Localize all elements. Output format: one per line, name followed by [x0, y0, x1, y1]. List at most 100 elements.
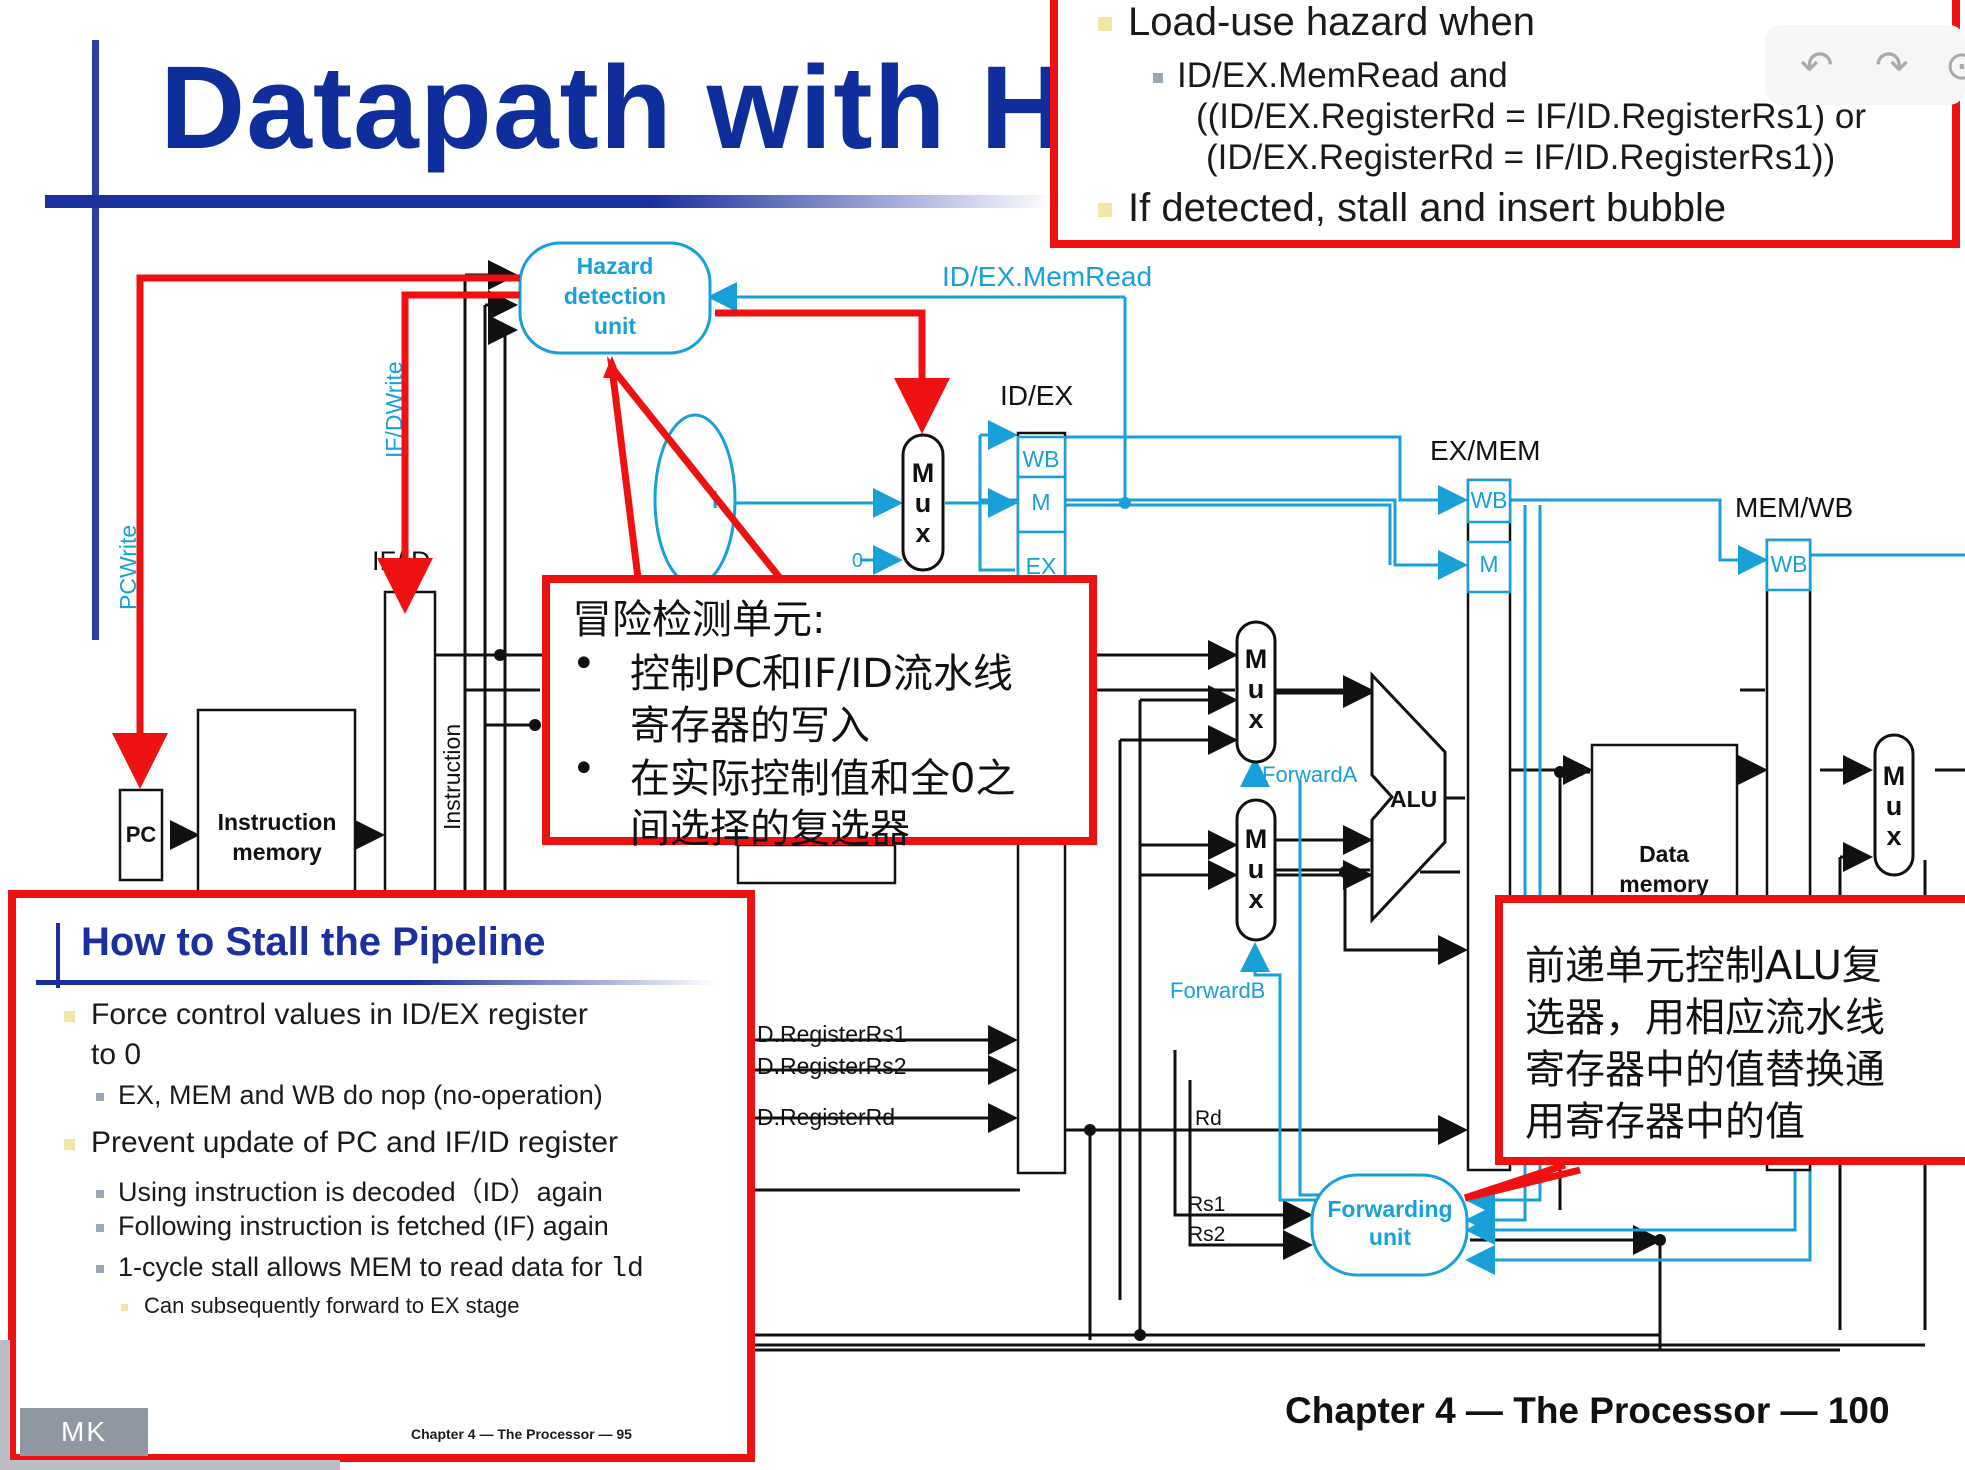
red-arrow-ifid — [377, 291, 520, 614]
popup-bullet-1 — [1098, 17, 1112, 32]
id-ex-ex-label: EX — [1026, 553, 1057, 579]
hazard-callout-b2b: 间选择的复选器 — [630, 806, 910, 852]
wb-mux-u: u — [1886, 791, 1903, 821]
popup-line-1: Load-use hazard when — [1098, 0, 1535, 45]
hazard-unit-label-2: detection — [564, 283, 666, 309]
forwarding-callout-l4: 用寄存器中的值 — [1525, 1099, 1805, 1145]
inset-footer: Chapter 4 — The Processor — 95 — [411, 1426, 632, 1442]
rd-long-label: D.RegisterRd — [757, 1104, 895, 1130]
id-ex-m-field — [1016, 475, 1067, 534]
id-ex-wb-label: WB — [1022, 446, 1059, 472]
idex-memread-label: ID/EX.MemRead — [942, 261, 1152, 292]
pc-label: PC — [126, 822, 157, 847]
red-pointer-tip — [603, 356, 621, 378]
forwarding-unit — [1310, 1173, 1469, 1277]
register-file-fragment — [736, 843, 897, 885]
slide-footer: Chapter 4 — The Processor — 100 — [1285, 1390, 1890, 1431]
fb-mux-x: x — [1248, 884, 1263, 914]
title-underline — [45, 195, 1055, 208]
stall-mux-m: M — [912, 458, 935, 488]
hazard-unit-label-1: Hazard — [577, 253, 654, 279]
mem-wb-label: MEM/WB — [1735, 492, 1853, 523]
hazard-callout: 冒险检测单元: • 控制PC和IF/ID流水线 寄存器的写入 • 在实际控制值和… — [542, 575, 1097, 852]
ex-mem-label: EX/MEM — [1430, 435, 1540, 466]
inset-b2s1: Using instruction is decoded（ID）again — [96, 1170, 603, 1209]
popup-line-2: ID/EX.MemRead and — [1153, 56, 1508, 96]
inset-b1: Force control values in ID/EX register — [64, 998, 588, 1032]
forwarding-callout: 前递单元控制ALU复 选器，用相应流水线 寄存器中的值替换通 用寄存器中的值 — [1495, 895, 1965, 1165]
redo-icon[interactable]: ↷ — [1875, 43, 1909, 89]
red-arrow-mux — [715, 309, 950, 434]
imem-label-2: memory — [232, 839, 322, 865]
inset-b2s3s: Can subsequently forward to EX stage — [121, 1293, 519, 1319]
rs2-label: Rs2 — [1188, 1223, 1225, 1246]
ex-mem-wb-field — [1466, 478, 1512, 524]
popup-line-5: If detected, stall and insert bubble — [1098, 186, 1726, 231]
hazard-callout-bullet-dot-2: • — [572, 746, 596, 792]
mem-wb-wb-field — [1765, 538, 1812, 592]
wb-mux-m: M — [1883, 761, 1906, 791]
annotation-toolbar: ↶ ↷ ⊙ — [1765, 25, 1965, 105]
stall-mux-x: x — [915, 518, 930, 548]
rs2-long-label: D.RegisterRs2 — [757, 1053, 907, 1079]
forward-b-label: ForwardB — [1170, 978, 1265, 1003]
id-ex-m-label: M — [1031, 489, 1050, 515]
inset-bullet-1s — [96, 1092, 104, 1101]
inset-b1b: to 0 — [91, 1038, 142, 1071]
stall-mux-u: u — [915, 488, 932, 518]
popup-line-4: (ID/EX.RegisterRd = IF/ID.RegisterRs1)) — [1206, 138, 1836, 177]
zero-input: 0 — [852, 550, 863, 572]
red-callout-pointer-2 — [1463, 1161, 1581, 1202]
ex-mem-wb-label: WB — [1470, 487, 1507, 513]
inset-bottom-strip — [0, 1340, 10, 1470]
more-icon[interactable]: ⊙ — [1945, 43, 1965, 89]
instruction-memory — [196, 708, 357, 902]
mem-wb-wb-label: WB — [1770, 551, 1807, 577]
inset-bullet-2s3 — [96, 1264, 104, 1273]
hazard-callout-title: 冒险检测单元: — [572, 597, 826, 643]
inset-bottom-bar — [0, 1460, 340, 1470]
inset-title-underline — [36, 980, 716, 985]
rd-label: Rd — [1195, 1107, 1222, 1130]
forward-b-mux — [1235, 798, 1277, 942]
inset-bullet-2s1 — [96, 1189, 104, 1198]
popup-bullet-2 — [1153, 72, 1163, 83]
id-ex-wb-field — [1016, 435, 1067, 479]
dmem-label-1: Data — [1639, 841, 1689, 867]
inset-b1s: EX, MEM and WB do nop (no-operation) — [96, 1080, 603, 1111]
undo-icon[interactable]: ↶ — [1800, 43, 1834, 89]
popup-bullet-3 — [1098, 203, 1112, 218]
forward-a-mux — [1235, 620, 1277, 764]
hazard-callout-b1: 控制PC和IF/ID流水线 — [630, 651, 1013, 697]
slide-title: Datapath with Ha — [160, 42, 1134, 174]
forwarding-callout-l2: 选器，用相应流水线 — [1525, 995, 1885, 1041]
inset-b2s2: Following instruction is fetched (IF) ag… — [96, 1211, 609, 1242]
inset-bullet-2s2 — [96, 1223, 104, 1232]
id-ex-label: ID/EX — [1000, 380, 1073, 411]
inset-logo: MK — [20, 1408, 148, 1456]
fb-mux-u: u — [1248, 854, 1265, 884]
if-id-label: IF/ID — [372, 546, 431, 576]
inset-bullet-1 — [64, 1010, 75, 1022]
fb-mux-m: M — [1245, 824, 1268, 854]
popup-line-3: ((ID/EX.RegisterRd = IF/ID.RegisterRs1) … — [1196, 97, 1867, 136]
hazard-unit-label-3: unit — [594, 313, 636, 339]
instruction-wire-label: Instruction — [439, 724, 465, 830]
forwarding-callout-l1: 前递单元控制ALU复 — [1525, 943, 1882, 989]
ex-mem-m-label: M — [1479, 551, 1498, 577]
forwarding-unit-label-1: Forwarding — [1327, 1196, 1452, 1222]
alu-label: ALU — [1390, 786, 1437, 812]
dmem-label-2: memory — [1619, 871, 1709, 897]
rs1-long-label: D.RegisterRs1 — [757, 1021, 907, 1047]
inset-b2s3: 1-cycle stall allows MEM to read data fo… — [96, 1252, 644, 1285]
wb-mux-x: x — [1886, 821, 1901, 851]
stall-pipeline-inset: How to Stall the Pipeline Force control … — [8, 890, 755, 1462]
hazard-callout-b2: 在实际控制值和全0之 — [630, 756, 1016, 802]
title-vertical-bar — [92, 40, 99, 640]
imem-label-1: Instruction — [218, 809, 337, 835]
inset-title: How to Stall the Pipeline — [81, 920, 546, 964]
inset-bullet-2s3s — [121, 1303, 128, 1311]
pc-register — [118, 788, 164, 882]
memread-junction — [1119, 497, 1131, 509]
